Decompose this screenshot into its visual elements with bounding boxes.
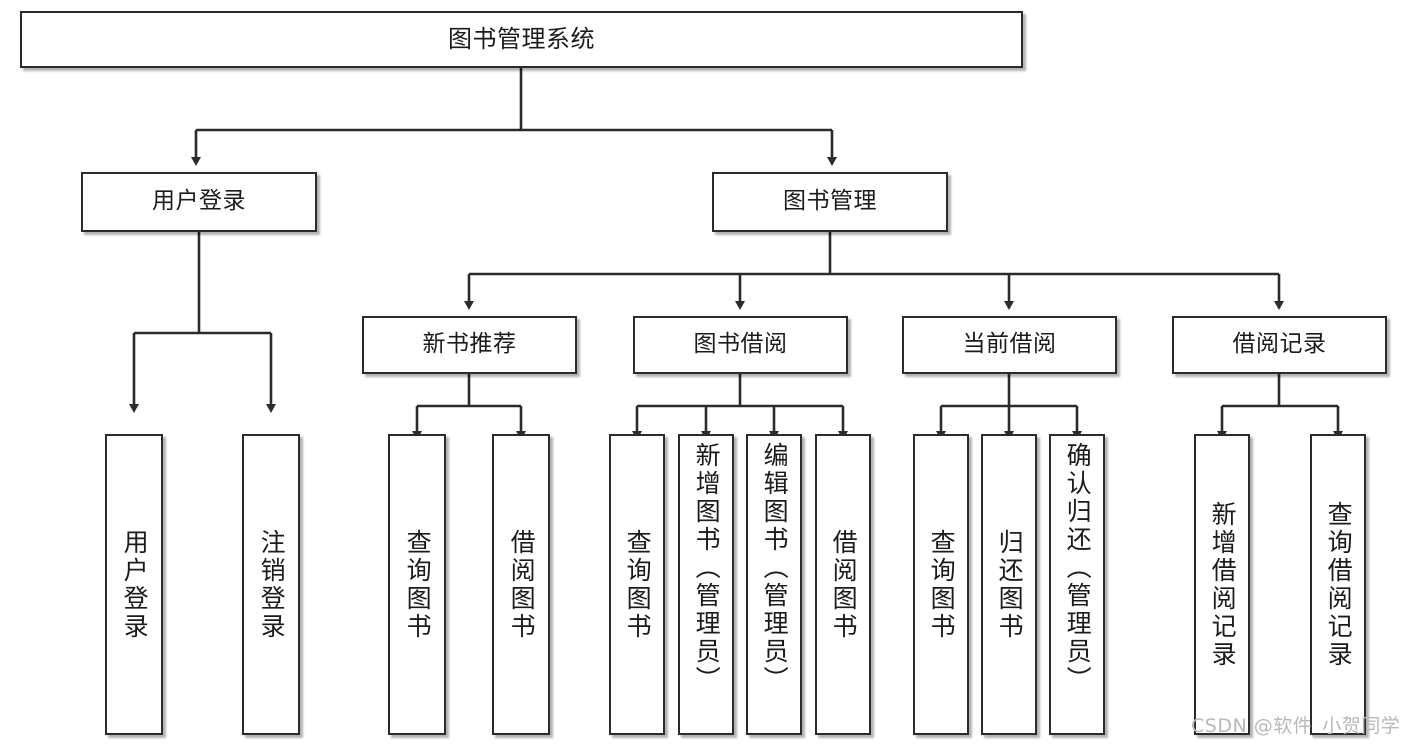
node-label: 编辑图书（管理员） xyxy=(760,442,790,694)
node-label: 查询图书 xyxy=(927,528,957,641)
node-book-management[interactable]: 图书管理 xyxy=(712,172,948,232)
leaf-book-borrow-edit[interactable]: 编辑图书（管理员） xyxy=(746,434,802,735)
node-label: 当前借阅 xyxy=(962,331,1057,358)
node-label: 用户登录 xyxy=(152,188,246,215)
leaf-book-borrow-query[interactable]: 查询图书 xyxy=(609,434,665,735)
leaf-new-book-query[interactable]: 查询图书 xyxy=(388,434,446,735)
node-label: 查询图书 xyxy=(403,528,433,641)
leaf-book-borrow-add[interactable]: 新增图书（管理员） xyxy=(678,434,734,735)
node-label: 借阅记录 xyxy=(1232,331,1327,358)
node-label: 注销登录 xyxy=(257,528,287,641)
node-label: 图书管理 xyxy=(783,188,877,215)
node-label: 查询图书 xyxy=(623,528,653,641)
leaf-user-login-logout[interactable]: 注销登录 xyxy=(242,434,300,735)
node-label: 确认归还（管理员） xyxy=(1063,442,1093,694)
leaf-current-borrow-query[interactable]: 查询图书 xyxy=(913,434,969,735)
node-label: 借阅图书 xyxy=(507,528,537,641)
leaf-borrow-record-add[interactable]: 新增借阅记录 xyxy=(1194,434,1250,735)
node-root-system[interactable]: 图书管理系统 xyxy=(20,11,1023,68)
node-current-borrow[interactable]: 当前借阅 xyxy=(902,316,1117,374)
node-user-login[interactable]: 用户登录 xyxy=(81,172,317,232)
leaf-book-borrow-borrow[interactable]: 借阅图书 xyxy=(815,434,871,735)
node-label: 新书推荐 xyxy=(422,331,517,358)
leaf-current-borrow-confirm-return[interactable]: 确认归还（管理员） xyxy=(1049,434,1105,735)
node-new-book-recommend[interactable]: 新书推荐 xyxy=(362,316,577,374)
node-label: 图书管理系统 xyxy=(448,25,595,54)
leaf-current-borrow-return[interactable]: 归还图书 xyxy=(981,434,1037,735)
node-label: 新增借阅记录 xyxy=(1208,500,1238,669)
node-book-borrow[interactable]: 图书借阅 xyxy=(633,316,848,374)
node-borrow-record[interactable]: 借阅记录 xyxy=(1172,316,1387,374)
csdn-watermark: CSDN @软件_小贺同学 xyxy=(1191,715,1401,737)
leaf-new-book-borrow[interactable]: 借阅图书 xyxy=(492,434,550,735)
node-label: 归还图书 xyxy=(995,528,1025,641)
node-label: 新增图书（管理员） xyxy=(692,442,722,694)
node-label: 查询借阅记录 xyxy=(1324,500,1354,669)
node-label: 借阅图书 xyxy=(829,528,859,641)
node-label: 用户登录 xyxy=(120,528,150,641)
leaf-user-login-login[interactable]: 用户登录 xyxy=(105,434,163,735)
leaf-borrow-record-query[interactable]: 查询借阅记录 xyxy=(1310,434,1366,735)
node-label: 图书借阅 xyxy=(693,331,788,358)
